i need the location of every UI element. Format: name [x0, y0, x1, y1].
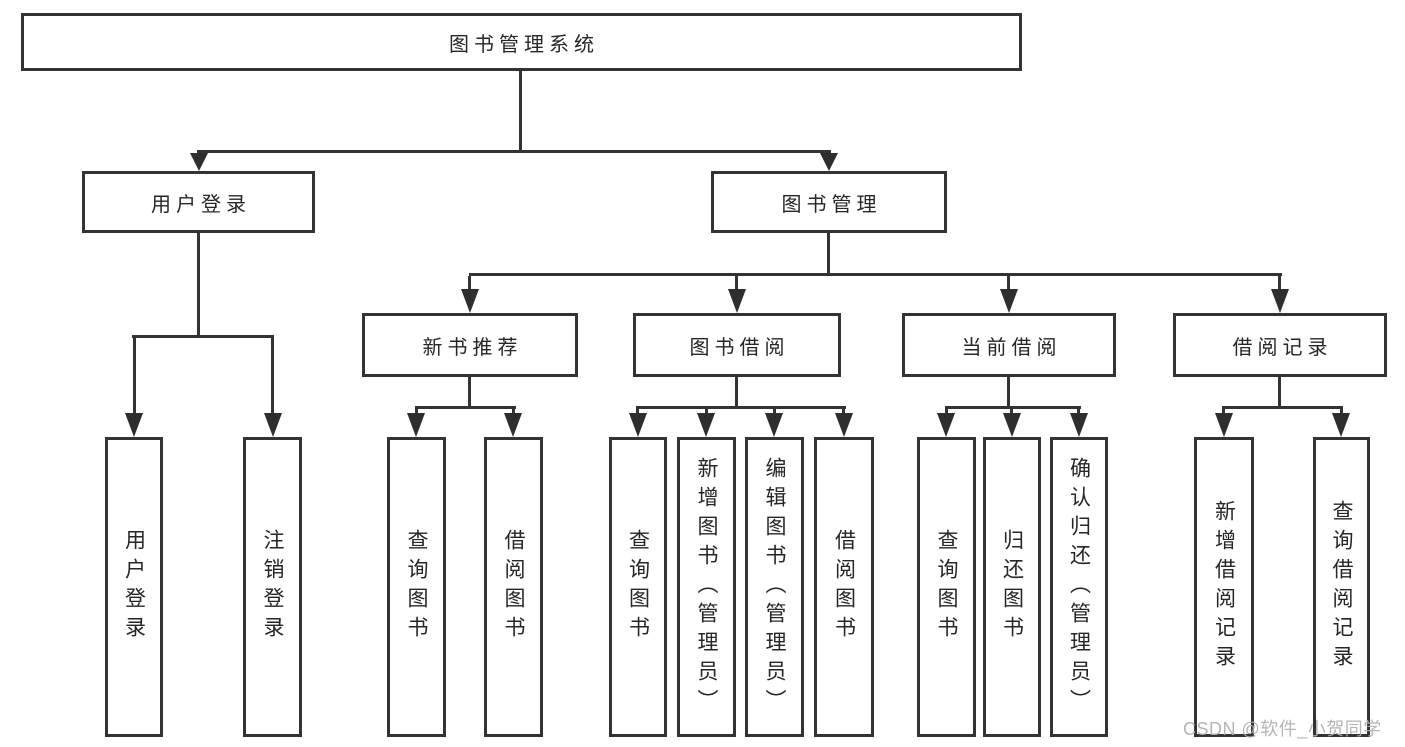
connector [636, 409, 639, 415]
arrowhead-icon [264, 413, 282, 437]
arrowhead-icon [190, 153, 208, 171]
connector [735, 377, 738, 409]
arrowhead-icon [1332, 413, 1350, 437]
node-label: 图书管理系统 [449, 33, 599, 56]
node-label: 确认归还（管理员） [1067, 456, 1091, 718]
connector [1340, 409, 1343, 415]
leaf-return-books: 归还图书 [983, 437, 1041, 737]
node-label: 借阅图书 [502, 529, 525, 645]
node-label: 用户登录 [122, 529, 146, 645]
leaf-add-books-admin: 新增图书（管理员） [677, 437, 736, 737]
leaf-logout: 注销登录 [243, 437, 302, 737]
arrowhead-icon [1271, 289, 1289, 313]
connector [415, 406, 516, 409]
arrowhead-icon [125, 413, 143, 437]
leaf-borrow-books-recommend: 借阅图书 [484, 437, 543, 737]
node-current-borrowing: 当前借阅 [902, 313, 1116, 377]
connector [773, 409, 776, 415]
connector [271, 338, 274, 413]
connector [468, 276, 471, 291]
arrowhead-icon [1000, 289, 1018, 313]
connector [705, 409, 708, 415]
node-label: 图书借阅 [689, 336, 790, 359]
leaf-edit-books-admin: 编辑图书（管理员） [745, 437, 804, 737]
connector [945, 409, 948, 415]
node-book-borrowing: 图书借阅 [633, 313, 841, 377]
leaf-confirm-return-admin: 确认归还（管理员） [1050, 437, 1108, 737]
arrowhead-icon [728, 289, 746, 313]
arrowhead-icon [1070, 413, 1088, 437]
arrowhead-icon [765, 413, 783, 437]
arrowhead-icon [1215, 413, 1233, 437]
connector [1278, 276, 1281, 291]
node-label: 用户登录 [151, 193, 251, 216]
node-label: 借阅图书 [832, 529, 856, 645]
connector [1222, 406, 1343, 409]
node-label: 新增借阅记录 [1212, 500, 1236, 674]
node-label: 注销登录 [261, 529, 284, 645]
leaf-query-books-recommend: 查询图书 [387, 437, 446, 737]
node-label: 图书管理 [781, 193, 882, 216]
node-borrowing-records: 借阅记录 [1173, 313, 1387, 377]
leaf-add-borrow-record: 新增借阅记录 [1194, 437, 1254, 737]
connector [945, 406, 1081, 409]
connector [133, 338, 136, 413]
connector [197, 150, 831, 153]
connector [469, 273, 1282, 276]
connector [132, 335, 274, 338]
connector [1010, 409, 1013, 415]
csdn-watermark: CSDN @软件_小贺同学 [1183, 719, 1382, 739]
arrowhead-icon [407, 413, 425, 437]
leaf-query-books-current: 查询图书 [917, 437, 976, 737]
connector [827, 233, 830, 276]
connector [415, 409, 418, 415]
leaf-query-books-borrowing: 查询图书 [609, 437, 667, 737]
node-new-book-recommend: 新书推荐 [362, 313, 578, 377]
connector [197, 233, 200, 338]
arrowhead-icon [937, 413, 955, 437]
connector [735, 276, 738, 291]
node-label: 编辑图书（管理员） [763, 456, 786, 718]
node-label: 借阅记录 [1232, 336, 1333, 359]
node-label: 新增图书（管理员） [695, 456, 718, 718]
arrowhead-icon [504, 413, 522, 437]
connector [468, 377, 471, 409]
connector [1278, 377, 1281, 409]
node-label: 查询图书 [626, 529, 650, 645]
connector [512, 409, 515, 415]
arrowhead-icon [629, 413, 647, 437]
node-label: 查询图书 [405, 529, 428, 645]
node-user-login: 用户登录 [82, 171, 315, 233]
arrowhead-icon [835, 413, 853, 437]
connector [842, 409, 845, 415]
connector [636, 406, 846, 409]
arrowhead-icon [820, 153, 838, 171]
connector [1007, 377, 1010, 409]
arrowhead-icon [697, 413, 715, 437]
arrowhead-icon [1003, 413, 1021, 437]
connector [519, 71, 522, 150]
node-library-management-system: 图书管理系统 [21, 13, 1022, 71]
leaf-query-borrow-record: 查询借阅记录 [1313, 437, 1370, 737]
connector [1007, 276, 1010, 291]
node-book-management: 图书管理 [711, 171, 947, 233]
leaf-user-login: 用户登录 [105, 437, 163, 737]
node-label: 查询借阅记录 [1330, 500, 1353, 674]
connector [1222, 409, 1225, 415]
connector [1077, 409, 1080, 415]
leaf-borrow-books: 借阅图书 [814, 437, 874, 737]
node-label: 新书推荐 [422, 336, 523, 359]
node-label: 查询图书 [935, 529, 958, 645]
arrowhead-icon [461, 289, 479, 313]
node-label: 归还图书 [1000, 529, 1024, 645]
node-label: 当前借阅 [961, 336, 1062, 359]
